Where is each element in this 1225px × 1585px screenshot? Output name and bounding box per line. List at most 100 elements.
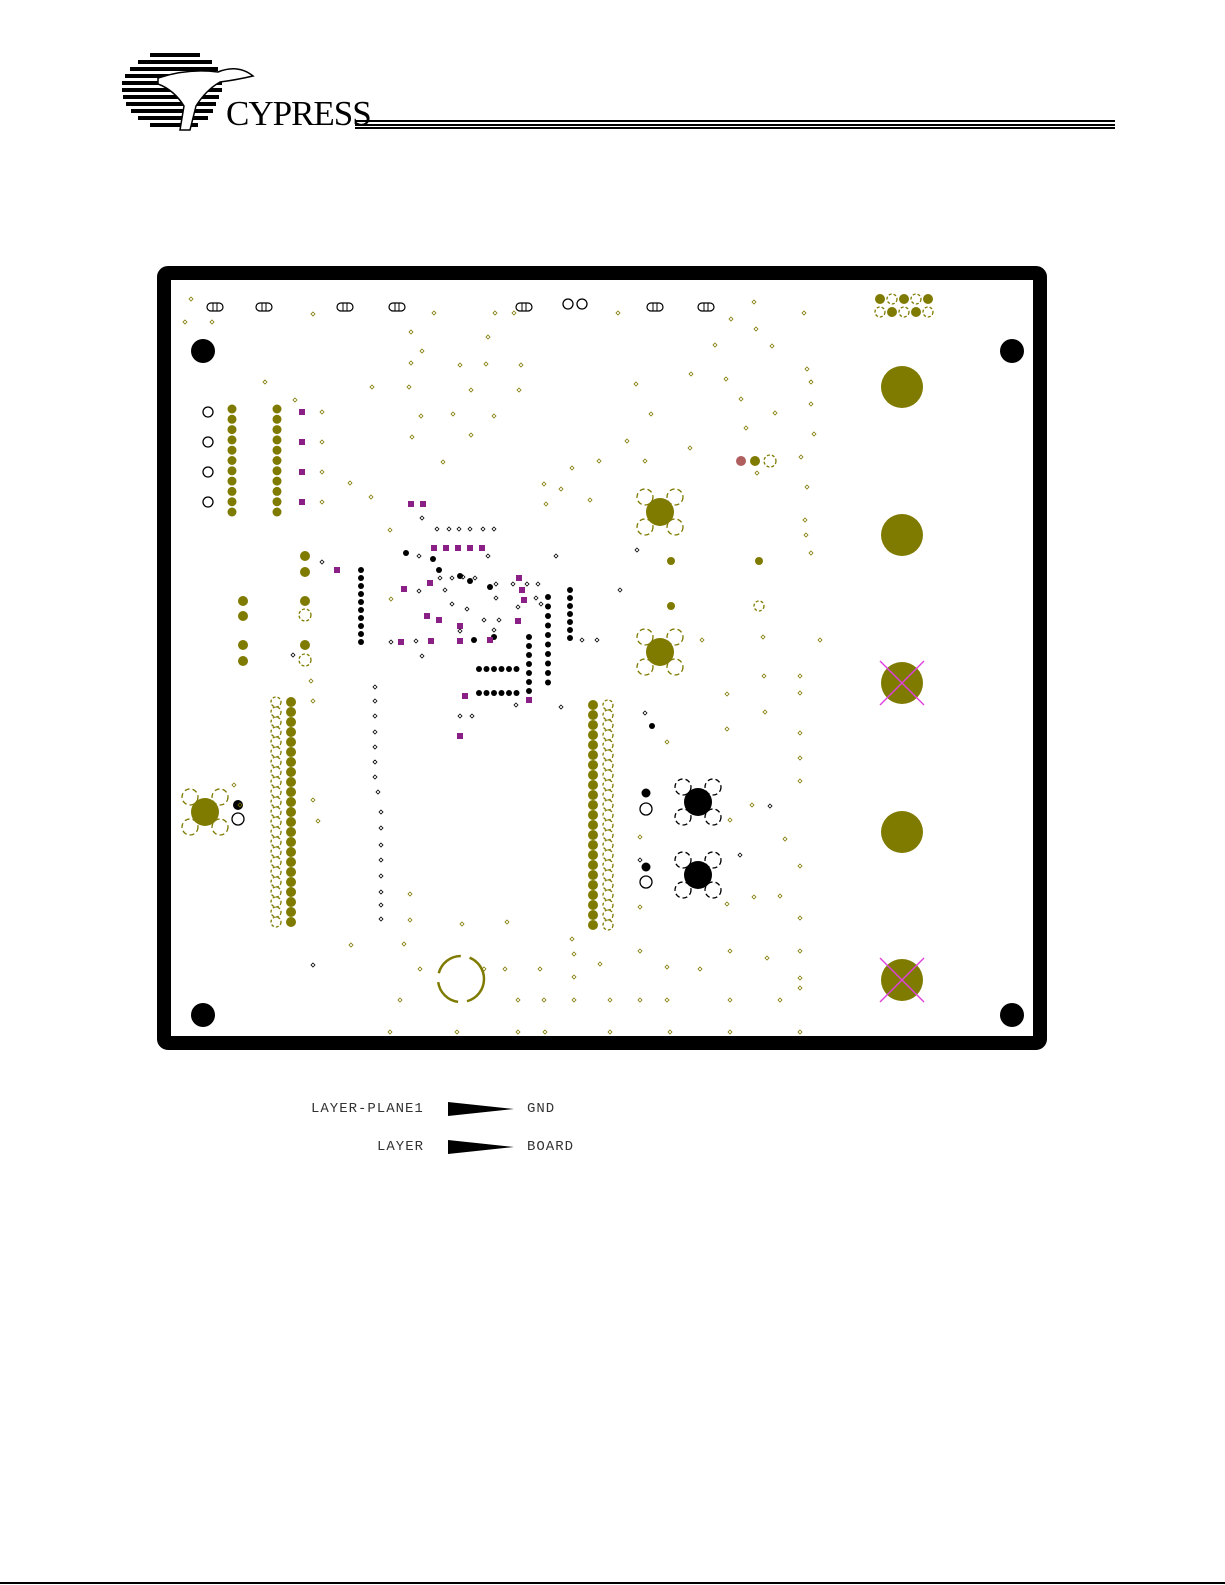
- ic-pin: [526, 688, 532, 694]
- thermal-pad: [646, 498, 674, 526]
- pad: [286, 857, 296, 867]
- via: [667, 629, 683, 645]
- ic-pin: [567, 627, 573, 633]
- pad: [588, 710, 598, 720]
- small-via: [768, 804, 772, 808]
- small-via: [470, 714, 474, 718]
- test-via: [713, 343, 717, 347]
- test-via: [455, 1030, 459, 1034]
- ic-pin: [567, 635, 573, 641]
- mounting-hole: [191, 1003, 215, 1027]
- small-via: [514, 703, 518, 707]
- test-via: [512, 311, 516, 315]
- via: [299, 609, 311, 621]
- test-via: [484, 362, 488, 366]
- small-via: [492, 628, 496, 632]
- ic-pin: [545, 623, 551, 629]
- test-via: [311, 798, 315, 802]
- large-pad: [881, 811, 923, 853]
- via: [271, 777, 281, 787]
- test-via: [616, 311, 620, 315]
- test-via: [543, 1030, 547, 1034]
- test-via: [409, 330, 413, 334]
- pad: [238, 656, 248, 666]
- ic-pin: [358, 591, 364, 597]
- mounting-hole: [1000, 339, 1024, 363]
- via: [603, 730, 613, 740]
- pad: [588, 700, 598, 710]
- test-via: [783, 837, 787, 841]
- via: [271, 917, 281, 927]
- pad: [286, 807, 296, 817]
- ic-pin: [358, 607, 364, 613]
- ic-pin: [545, 604, 551, 610]
- test-via: [232, 783, 236, 787]
- marked-pad: [427, 580, 433, 586]
- small-via: [458, 629, 462, 633]
- test-via: [389, 597, 393, 601]
- via: [563, 299, 573, 309]
- test-via: [755, 471, 759, 475]
- via: [640, 803, 652, 815]
- small-via: [494, 596, 498, 600]
- pad: [273, 435, 282, 444]
- small-via: [379, 826, 383, 830]
- test-via: [588, 498, 592, 502]
- test-via: [486, 335, 490, 339]
- pad: [588, 800, 598, 810]
- pad: [273, 487, 282, 496]
- test-via: [309, 679, 313, 683]
- via: [577, 299, 587, 309]
- marked-pad: [443, 545, 449, 551]
- test-via: [320, 410, 324, 414]
- marked-pad: [398, 639, 404, 645]
- marked-pad: [526, 697, 532, 703]
- legend-layer-2: LAYER: [377, 1139, 424, 1155]
- pad: [588, 720, 598, 730]
- test-via: [542, 998, 546, 1002]
- pad: [273, 477, 282, 486]
- pad: [588, 840, 598, 850]
- small-via: [473, 576, 477, 580]
- marked-pad: [519, 587, 525, 593]
- pad: [588, 860, 598, 870]
- via: [603, 810, 613, 820]
- pad: [300, 551, 310, 561]
- test-via: [505, 920, 509, 924]
- ic-pin: [358, 639, 364, 645]
- test-via: [469, 433, 473, 437]
- test-via: [402, 942, 406, 946]
- pad: [286, 837, 296, 847]
- test-via: [725, 692, 729, 696]
- ic-pin: [545, 661, 551, 667]
- marked-pad: [428, 638, 434, 644]
- small-via: [389, 640, 393, 644]
- test-via: [688, 446, 692, 450]
- pad: [588, 750, 598, 760]
- small-via: [482, 618, 486, 622]
- test-via: [724, 377, 728, 381]
- test-via: [408, 892, 412, 896]
- ic-pin: [484, 690, 490, 696]
- small-via: [465, 607, 469, 611]
- marked-pad: [408, 501, 414, 507]
- test-via: [761, 635, 765, 639]
- test-via: [516, 1030, 520, 1034]
- marked-pad: [401, 586, 407, 592]
- via: [271, 767, 281, 777]
- test-via: [798, 916, 802, 920]
- pad: [273, 415, 282, 424]
- small-via: [291, 653, 295, 657]
- via: [875, 307, 885, 317]
- test-via: [728, 949, 732, 953]
- pad: [273, 425, 282, 434]
- marked-pad: [431, 545, 437, 551]
- pad: [875, 294, 885, 304]
- via: [603, 920, 613, 930]
- test-via: [493, 311, 497, 315]
- large-pad: [881, 514, 923, 556]
- via: [271, 717, 281, 727]
- test-via: [728, 818, 732, 822]
- marked-pad: [420, 501, 426, 507]
- small-via: [539, 602, 543, 606]
